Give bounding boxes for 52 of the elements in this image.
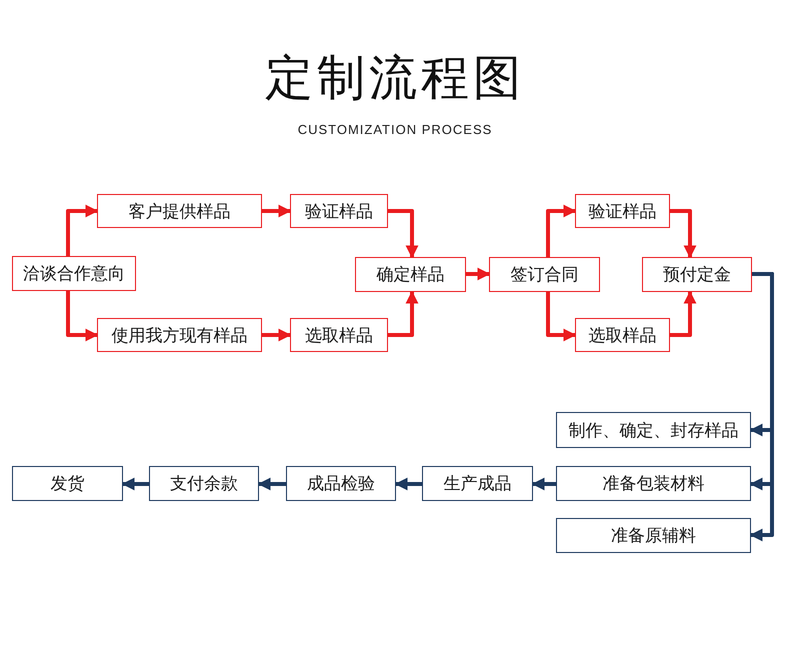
process-box <box>12 466 123 501</box>
process-box <box>290 318 388 352</box>
arrow <box>262 204 292 218</box>
arrow <box>388 209 418 258</box>
arrow <box>466 268 490 280</box>
process-box <box>642 257 752 292</box>
step-label: 成品检验 <box>307 473 375 495</box>
process-box <box>149 466 259 501</box>
arrow <box>388 290 418 337</box>
step-label: 选取样品 <box>588 324 656 346</box>
process-box <box>489 257 600 292</box>
step-label: 制作、确定、封存样品 <box>568 420 738 442</box>
step-label: 选取样品 <box>305 324 373 346</box>
process-box <box>556 412 751 448</box>
arrow <box>394 478 422 490</box>
arrow <box>546 292 576 342</box>
arrow <box>670 209 696 258</box>
arrow <box>262 328 292 342</box>
process-box <box>97 194 262 228</box>
step-label: 预付定金 <box>663 264 731 286</box>
process-box <box>422 466 533 501</box>
arrow <box>122 478 149 490</box>
step-label: 确定样品 <box>376 264 444 286</box>
arrow <box>258 478 286 490</box>
arrow <box>546 204 576 257</box>
process-box <box>575 194 670 228</box>
process-box <box>286 466 396 501</box>
step-label: 发货 <box>50 473 84 495</box>
step-label: 验证样品 <box>588 200 656 222</box>
arrow <box>670 290 696 337</box>
title: 定制流程图 <box>264 52 526 105</box>
subtitle: CUSTOMIZATION PROCESS <box>296 122 494 137</box>
process-box <box>575 318 670 352</box>
process-box <box>12 256 136 291</box>
process-box <box>556 466 751 501</box>
step-label: 准备原辅料 <box>611 525 696 547</box>
arrow <box>66 204 98 256</box>
step-label: 支付余款 <box>170 473 238 495</box>
step-label: 验证样品 <box>305 200 373 222</box>
arrow <box>750 272 774 542</box>
step-label: 准备包装材料 <box>602 473 704 495</box>
arrow <box>532 478 556 490</box>
arrow <box>66 291 98 342</box>
step-label: 签订合同 <box>510 264 578 286</box>
step-label: 使用我方现有样品 <box>112 324 248 346</box>
step-label: 客户提供样品 <box>128 200 230 222</box>
process-box <box>556 518 751 553</box>
process-box <box>290 194 388 228</box>
process-box <box>355 257 466 292</box>
step-label: 洽谈合作意向 <box>23 263 125 285</box>
step-label: 生产成品 <box>444 473 512 495</box>
process-box <box>97 318 262 352</box>
